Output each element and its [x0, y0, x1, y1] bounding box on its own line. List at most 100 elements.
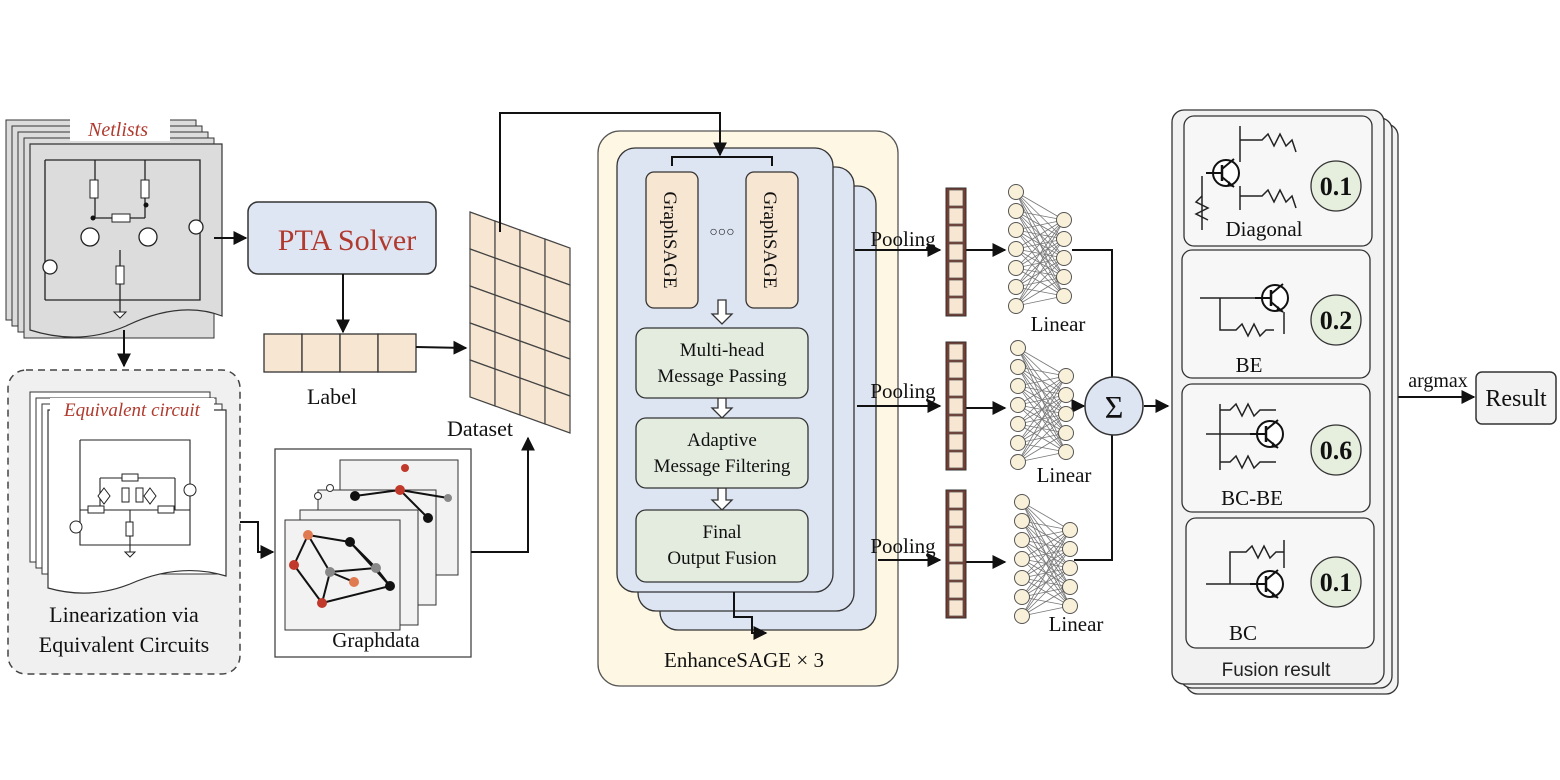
graphsage-label-2: GraphSAGE	[759, 191, 780, 288]
nn-input-node	[1014, 494, 1030, 510]
nn-input-node	[1008, 184, 1024, 200]
pooling-cell	[948, 261, 964, 279]
nn-output-node	[1056, 269, 1072, 285]
graph-stack	[284, 459, 459, 631]
nn-output-node	[1058, 387, 1074, 403]
score-value: 0.1	[1320, 172, 1353, 201]
pooling-cell	[948, 509, 964, 527]
pooling-vectors	[945, 187, 967, 619]
fusion-item-card	[1183, 115, 1373, 247]
score-value: 0.1	[1320, 568, 1353, 597]
nn-input-node	[1008, 298, 1024, 314]
pooling-cell	[948, 361, 964, 379]
nn-output-node	[1056, 288, 1072, 304]
nn-input-node	[1010, 416, 1026, 432]
dataset-cell	[544, 386, 571, 434]
nn-input-node	[1008, 222, 1024, 238]
sum-node	[1084, 376, 1144, 436]
nn-input-node	[1010, 359, 1026, 375]
nn-input-node	[1010, 340, 1026, 356]
adaptive-line2: Message Filtering	[654, 456, 791, 477]
label-vector	[263, 333, 417, 373]
multihead-line1: Multi-head	[680, 340, 765, 361]
nn-input-node	[1014, 570, 1030, 586]
fusion-item-name: Diagonal	[1226, 217, 1303, 241]
graphsage-block-1	[645, 171, 699, 309]
nn-input-node	[1008, 279, 1024, 295]
fusion-caption: Fusion result	[1222, 660, 1331, 681]
adaptive-line1: Adaptive	[687, 430, 757, 451]
score-badge	[1310, 424, 1362, 476]
pooling-cell	[948, 243, 964, 261]
nn-input-node	[1014, 589, 1030, 605]
pooling-label-3: Pooling	[870, 534, 936, 558]
nn-output-node	[1062, 541, 1078, 557]
nn-edges	[1015, 191, 1065, 307]
pooling-cell	[948, 563, 964, 581]
label-caption: Label	[307, 384, 357, 409]
pooling-cell	[948, 581, 964, 599]
enhancesage-caption: EnhanceSAGE × 3	[664, 648, 824, 672]
branch-network-icon	[1194, 126, 1297, 230]
fusion-item-name: BC	[1229, 621, 1257, 645]
argmax-label: argmax	[1408, 370, 1468, 392]
nn-edges	[1021, 501, 1071, 617]
nn-input-node	[1008, 203, 1024, 219]
branch-network-icon	[1206, 540, 1285, 585]
nn-input-node	[1010, 397, 1026, 413]
score-value: 0.2	[1320, 306, 1353, 335]
nn-output-node	[1062, 579, 1078, 595]
pooling-cell	[948, 397, 964, 415]
multihead-line2: Message Passing	[657, 366, 787, 387]
multihead-module	[635, 327, 809, 399]
pooling-cell	[948, 225, 964, 243]
pooling-cell	[948, 527, 964, 545]
nn-edges	[1017, 347, 1067, 463]
pooling-cell	[948, 343, 964, 361]
linear-label-1: Linear	[1031, 312, 1086, 336]
score-value: 0.6	[1320, 436, 1353, 465]
adaptive-module	[635, 417, 809, 489]
graphsage-bracket	[671, 156, 773, 166]
graphsage-ellipsis: ○○○	[709, 225, 734, 240]
sum-symbol: Σ	[1105, 389, 1124, 425]
nn-output-node	[1062, 522, 1078, 538]
linear-networks	[1008, 184, 1078, 624]
pooling-cell	[948, 279, 964, 297]
linear-label-3: Linear	[1049, 612, 1104, 636]
fusion-item-card	[1181, 249, 1371, 379]
final-line2: Output Fusion	[667, 548, 777, 569]
equivalent-circuit-stack: Equivalent circuit	[29, 391, 227, 594]
nn-output-node	[1062, 560, 1078, 576]
connectors	[117, 112, 1476, 569]
nn-input-node	[1010, 454, 1026, 470]
equivalent-circuit-title: Equivalent circuit	[63, 400, 201, 421]
branch-network-icon	[1206, 402, 1276, 470]
pooling-cell	[948, 297, 964, 315]
fusion-item-card	[1181, 383, 1371, 513]
branch-network-icon	[1200, 297, 1285, 338]
equivalent-caption-line1: Linearization via	[49, 602, 199, 627]
score-badge	[1310, 160, 1362, 212]
nn-output-node	[1058, 444, 1074, 460]
pooling-cell	[948, 491, 964, 509]
netlists-title: Netlists	[87, 119, 148, 141]
nn-input-node	[1008, 260, 1024, 276]
nn-output-node	[1056, 250, 1072, 266]
equivalent-caption-line2: Equivalent Circuits	[39, 632, 209, 657]
nn-input-node	[1014, 551, 1030, 567]
nn-input-node	[1010, 435, 1026, 451]
pooling-cell	[948, 379, 964, 397]
pooling-cell	[948, 599, 964, 617]
nn-input-node	[1014, 513, 1030, 529]
pta-solver-label: PTA Solver	[278, 224, 416, 257]
pooling-cell	[948, 207, 964, 225]
pooling-cell	[948, 415, 964, 433]
module-arrows	[710, 299, 734, 511]
dataset-caption: Dataset	[447, 416, 513, 441]
pooling-cell	[948, 189, 964, 207]
nn-output-node	[1062, 598, 1078, 614]
nn-input-node	[1014, 532, 1030, 548]
